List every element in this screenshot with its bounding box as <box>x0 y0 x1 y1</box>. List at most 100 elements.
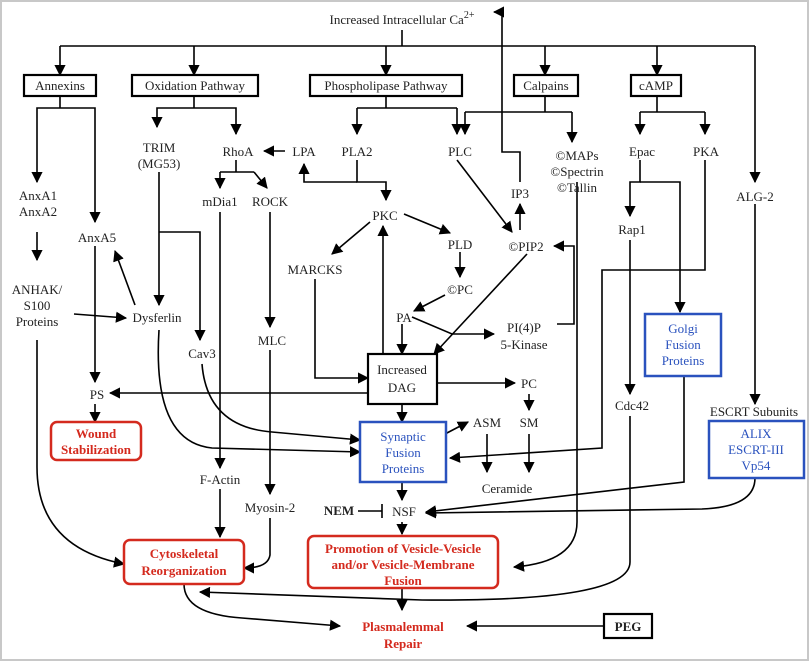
camp-label: cAMP <box>639 78 673 93</box>
nem-label: NEM <box>324 503 354 518</box>
edge-pi4p-pip2 <box>552 240 575 325</box>
edge-trim-cav3 <box>159 231 206 342</box>
pld-label: PLD <box>448 237 473 252</box>
edge-cyto-repair <box>183 583 342 631</box>
ip3-label: IP3 <box>511 186 529 201</box>
edges <box>31 6 761 632</box>
calpains-label: Calpains <box>523 78 569 93</box>
phospholipase-pathway-label: Phospholipase Pathway <box>324 78 448 93</box>
edge-oxidation-split <box>156 96 237 118</box>
rhoa-label: RhoA <box>222 144 254 159</box>
edge-escrt-nsf <box>424 477 756 519</box>
edge-cdc42-cyto <box>198 416 631 601</box>
escrt-box <box>707 419 806 480</box>
plc-label: PLC <box>448 144 472 159</box>
cav3-label: Cav3 <box>188 346 215 361</box>
rock-label: ROCK <box>252 194 289 209</box>
edge-marcks-dag <box>314 279 370 384</box>
nsf-label: NSF <box>392 504 416 519</box>
edge-synaptic-asm <box>444 421 469 435</box>
annexins-label: Annexins <box>35 78 85 93</box>
edge-phospholipase-split <box>357 96 457 109</box>
maps-label: ©MAPs©Spectrin©Tallin <box>550 148 604 195</box>
myosin2-label: Myosin-2 <box>245 500 296 515</box>
promotion-fusion-box <box>306 534 500 590</box>
edge-pip2-dag <box>433 253 528 355</box>
edge-camp-split <box>640 96 705 113</box>
asm-label: ASM <box>473 415 502 430</box>
edge-pla2-pkc <box>356 160 392 202</box>
edge-golgi-nsf <box>424 376 685 517</box>
edge-dysferlin-anxa5 <box>113 249 136 306</box>
edge-pka-synaptic <box>448 160 706 463</box>
lpa-label: LPA <box>292 144 316 159</box>
pkc-label: PKC <box>372 208 397 223</box>
labels: Increased Intracellular Ca2+ Annexins Ox… <box>12 10 798 651</box>
edge-pla2-lpa <box>298 162 357 183</box>
edge-to-rock <box>253 171 268 189</box>
camp-box <box>629 73 683 98</box>
synaptic-fusion-box <box>358 420 448 484</box>
ps-label: PS <box>90 387 104 402</box>
cytoskeletal-reorganization-box <box>122 538 246 586</box>
edge-plc-pip2 <box>456 159 513 233</box>
pka-label: PKA <box>693 144 720 159</box>
oxidation-pathway-box <box>130 73 260 98</box>
boxes <box>22 73 806 640</box>
pla2-label: PLA2 <box>341 144 372 159</box>
anxa5-label: AnxA5 <box>78 230 116 245</box>
dysferlin-label: Dysferlin <box>132 310 182 325</box>
edge-calpains-split <box>465 96 572 113</box>
pip2-label: ©PIP2 <box>508 239 543 254</box>
peg-box <box>602 612 654 640</box>
marcks-label: MARCKS <box>288 262 343 277</box>
escrt-subunits-label: ESCRT Subunits <box>710 404 798 419</box>
edge-pkc-pld <box>403 213 452 235</box>
factin-label: F-Actin <box>200 472 241 487</box>
edge-ip3-ca <box>492 6 521 182</box>
edge-rhoa-split <box>220 160 254 173</box>
edge-pa-pi4p <box>411 316 496 340</box>
edge-annexins-split <box>36 96 96 118</box>
pa-label: PA <box>396 310 412 325</box>
oxidation-pathway-label: Oxidation Pathway <box>145 78 246 93</box>
trim-label: TRIM(MG53) <box>138 140 181 171</box>
phospholipase-pathway-box <box>308 73 464 98</box>
rap1-label: Rap1 <box>618 222 645 237</box>
edge-nem-nsf <box>358 504 383 518</box>
epac-label: Epac <box>629 144 655 159</box>
calpains-box <box>512 73 580 98</box>
edge-cav3-synaptic <box>201 363 362 445</box>
edge-anhak-dysferlin <box>73 311 128 323</box>
ca-node-label: Increased Intracellular Ca2+ <box>330 10 475 27</box>
ceramide-label: Ceramide <box>482 481 533 496</box>
edge-maps-promotion <box>512 182 578 572</box>
increased-dag-box <box>366 352 439 406</box>
pc-cleaved-label: ©PC <box>447 282 473 297</box>
edge-epac-golgi <box>640 181 686 314</box>
edge-epac-rap1 <box>624 160 641 218</box>
wound-stabilization-box <box>49 420 143 462</box>
alg2-label: ALG-2 <box>736 189 774 204</box>
edge-pkc-marcks <box>331 221 371 255</box>
edge-myosin-cyto <box>242 518 271 574</box>
sm-label: SM <box>520 415 539 430</box>
cdc42-label: Cdc42 <box>615 398 649 413</box>
mdia1-label: mDia1 <box>202 194 237 209</box>
edge-anhak-cyto <box>36 340 126 568</box>
mlc-label: MLC <box>258 333 286 348</box>
annexins-box <box>22 73 98 98</box>
edge-dysferlin-synaptic <box>157 329 362 458</box>
edge-pc-pa <box>413 294 446 312</box>
